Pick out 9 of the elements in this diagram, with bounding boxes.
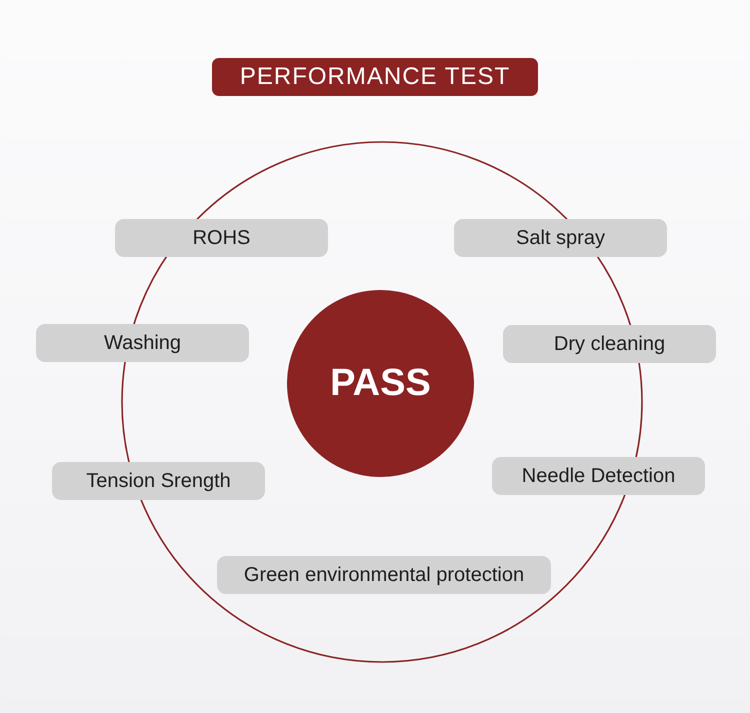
test-label: Dry cleaning: [503, 325, 716, 363]
test-label: Green environmental protection: [217, 556, 551, 594]
pass-result: PASS: [287, 290, 474, 477]
test-label: Tension Srength: [52, 462, 265, 500]
test-label: Salt spray: [454, 219, 667, 257]
test-label: ROHS: [115, 219, 328, 257]
test-label: Washing: [36, 324, 249, 362]
test-label: Needle Detection: [492, 457, 705, 495]
title-banner: PERFORMANCE TEST: [212, 58, 538, 96]
